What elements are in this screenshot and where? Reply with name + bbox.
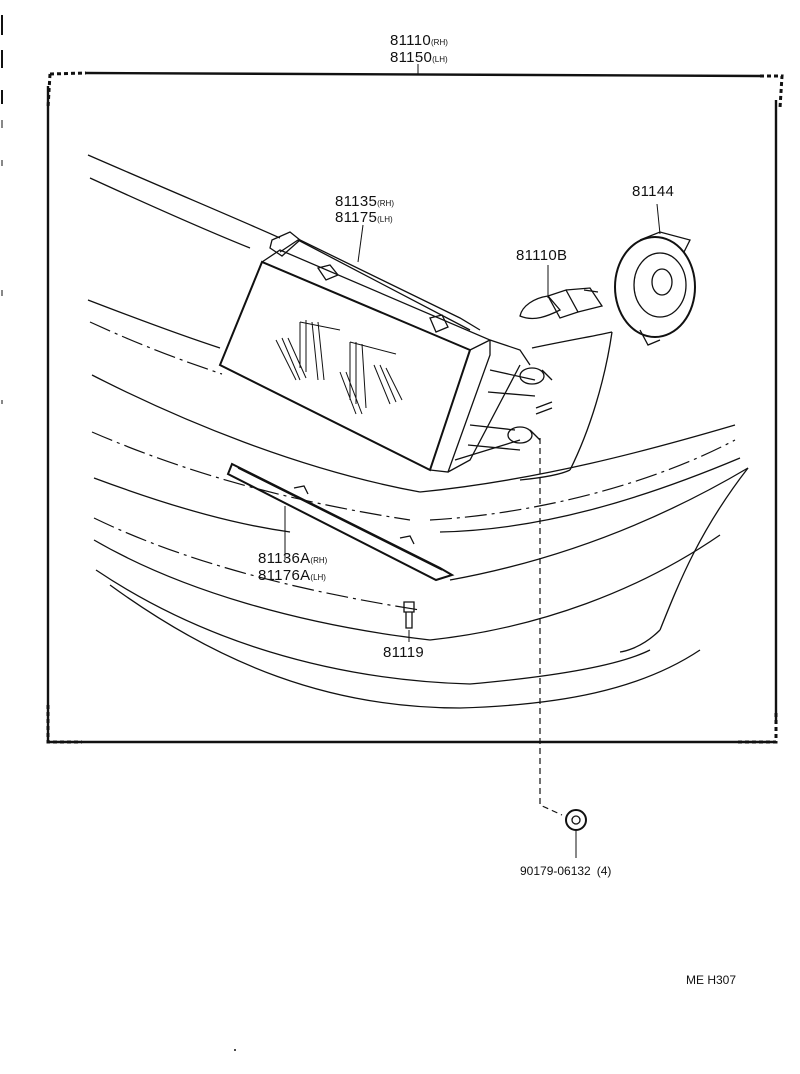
assembly-frame (46, 71, 784, 744)
car-body-lines (87, 154, 749, 709)
trim-lh-label: 81176A(LH) (258, 567, 326, 584)
lens-pattern (275, 320, 403, 415)
lens-leader (357, 224, 364, 263)
socket-label: 81144 (632, 183, 674, 200)
socket-81144 (614, 203, 696, 346)
bulb-label: 81110B (516, 247, 567, 264)
lens-lh-label: 81175(LH) (335, 209, 393, 226)
nut-label: 90179-06132(4) (520, 864, 611, 878)
assembly-lh-label: 81150(LH) (390, 49, 448, 66)
assembly-rh-label: 81110(RH) (390, 32, 448, 49)
trim-rh-label: 81136A(RH) (258, 550, 328, 567)
bulb-81110b (519, 265, 604, 320)
scan-dot (234, 1049, 236, 1051)
lens-rh-label: 81135(RH) (335, 193, 394, 210)
trim-strip-81136a (226, 462, 455, 582)
headlamp-housing (218, 231, 536, 473)
drawing-code: ME H307 (686, 973, 736, 987)
adjuster-screws (507, 367, 553, 444)
nut-90179 (539, 438, 587, 858)
screw-81119 (403, 601, 415, 642)
screw-label: 81119 (383, 644, 424, 661)
